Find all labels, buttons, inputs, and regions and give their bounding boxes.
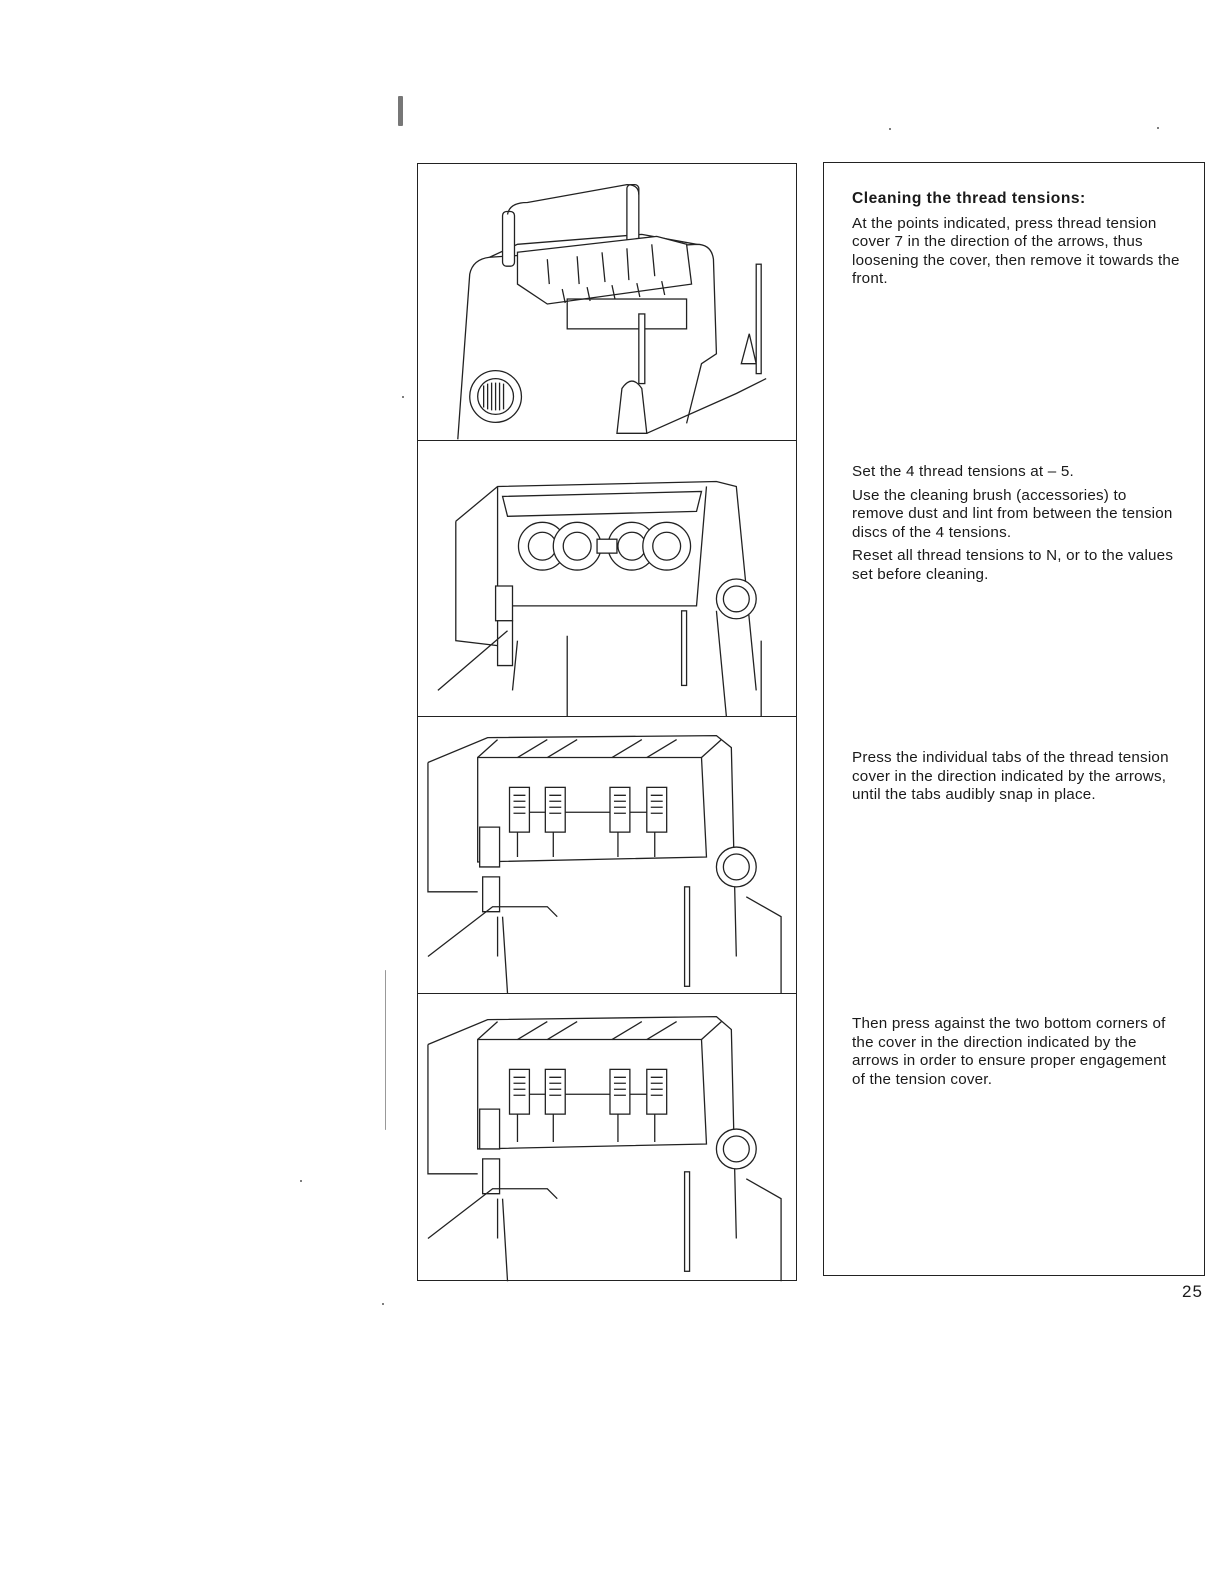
instruction-paragraph: Press the individual tabs of the thread …: [852, 749, 1169, 804]
scan-speck: [382, 1303, 384, 1305]
instruction-block-2: Set the 4 thread tensions at – 5. Use th…: [852, 463, 1182, 590]
instructions-frame: Cleaning the thread tensions: At the poi…: [823, 162, 1205, 1276]
illustration-panel-2: [418, 440, 796, 717]
illustrations-frame: [417, 163, 797, 1282]
tension-cover-corners-illustration: [427, 1015, 782, 1282]
instruction-block-3: Press the individual tabs of the thread …: [852, 749, 1182, 810]
instruction-paragraph: Use the cleaning brush (accessories) to …: [852, 486, 1173, 541]
illustration-panel-3: [418, 716, 796, 994]
instruction-block-1: Cleaning the thread tensions: At the poi…: [852, 190, 1182, 294]
scan-speck: [1157, 127, 1159, 129]
tension-discs-cleaning-illustration: [437, 480, 762, 717]
tension-cover-removal-illustration: [457, 183, 767, 440]
instruction-paragraph: Reset all thread tensions to N, or to th…: [852, 547, 1174, 583]
instruction-paragraph: At the points indicated, press thread te…: [852, 214, 1180, 288]
instruction-block-4: Then press against the two bottom corner…: [852, 1015, 1182, 1094]
illustration-panel-4: [418, 993, 796, 1282]
illustration-panel-1: [418, 164, 796, 440]
scan-speck: [402, 396, 404, 398]
scan-speck: [300, 1180, 302, 1182]
section-heading: Cleaning the thread tensions:: [852, 190, 1086, 207]
scan-speck: [398, 96, 403, 126]
tension-cover-tabs-illustration: [427, 734, 782, 994]
scan-speck: [889, 128, 891, 130]
page-number: 25: [1182, 1282, 1203, 1301]
scan-margin-line: [385, 970, 386, 1130]
instruction-paragraph: Set the 4 thread tensions at – 5.: [852, 463, 1074, 480]
instruction-paragraph: Then press against the two bottom corner…: [852, 1015, 1167, 1088]
